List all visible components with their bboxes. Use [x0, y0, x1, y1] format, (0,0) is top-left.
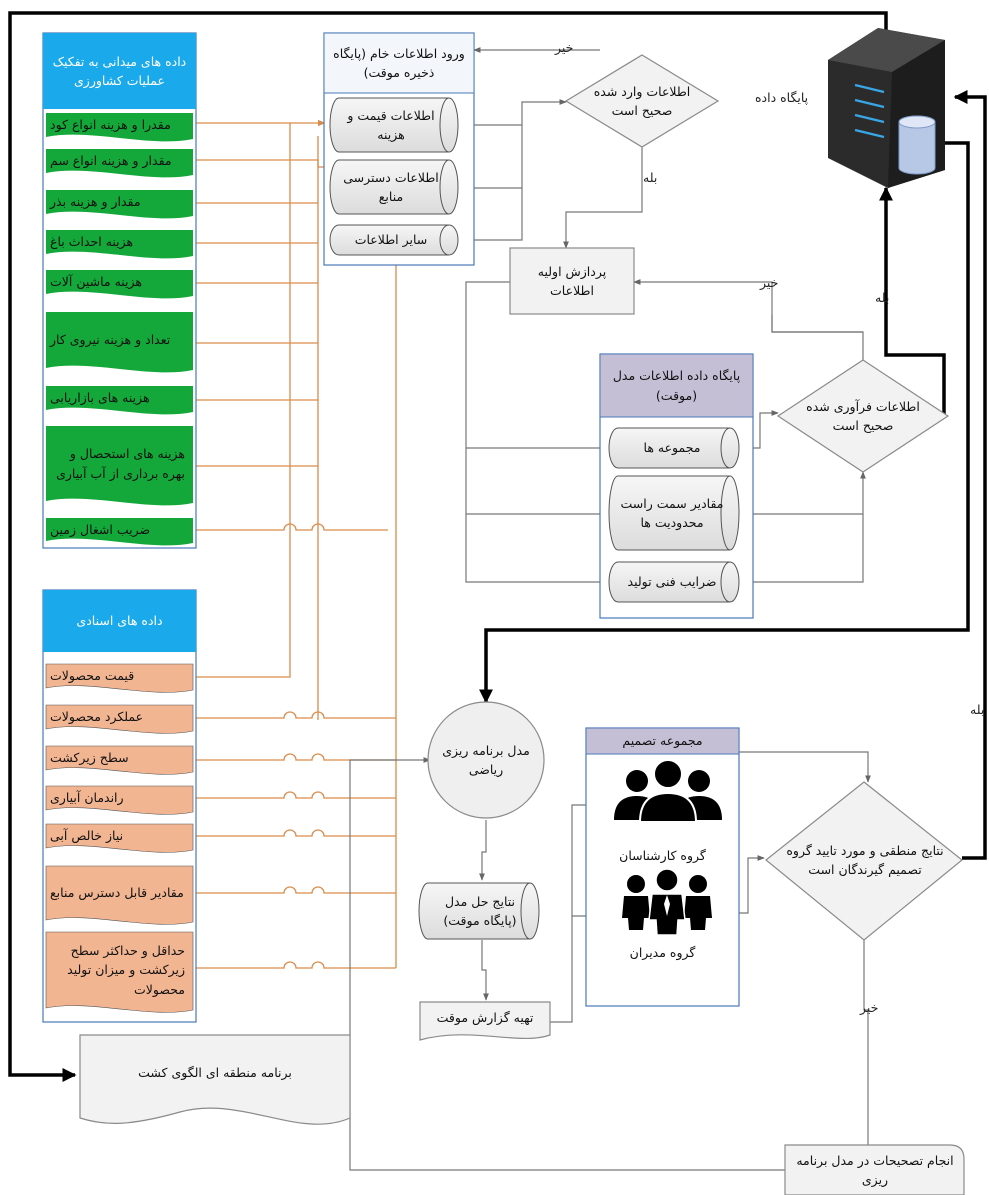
- doc-item-bg: [45, 704, 194, 734]
- decision-raw-diamond: [564, 54, 720, 148]
- doc-item-bg: [45, 931, 194, 1013]
- doc-item-irrigation: راندمان آبیاری: [50, 790, 124, 806]
- preprocess-box: [509, 247, 635, 315]
- model-results-label: نتایج حل مدل (پایگاه موقت): [443, 893, 517, 928]
- decision-raw-label: اطلاعات وارد شده صحیح است: [593, 83, 691, 118]
- database-label: پایگاه داده: [755, 90, 809, 105]
- decision-processed-label: اطلاعات فرآوری شده صحیح است: [806, 398, 920, 433]
- doc-item-bg: [45, 823, 194, 853]
- model-item-sets: مجموعه ها: [643, 440, 701, 456]
- raw-input-panel: [323, 32, 475, 266]
- math-model-label: مدل برنامه ریزی ریاضی: [442, 742, 530, 777]
- model-db-title: پایگاه داده اطلاعات مدل (موقت): [612, 368, 741, 403]
- main-loop-lines: [8, 11, 987, 1082]
- field-item-bg: [46, 113, 193, 142]
- decision-final-label: نتایج منطقی و مورد تایید گروه تصمیم گیرن…: [786, 842, 944, 877]
- doc-item-price: قیمت محصولات: [50, 668, 135, 684]
- raw-item-resources: اطلاعات دسترسی منابع: [343, 169, 439, 204]
- decision-group-title: مجموعه تصمیم: [622, 733, 703, 749]
- doc-item-water-need: نیاز خالص آبی: [50, 828, 124, 844]
- preprocess-label: پردازش اولیه اطلاعات: [537, 263, 607, 298]
- field-item-labor: تعداد و هزینه نیروی کار: [50, 332, 171, 348]
- corrections-label: انجام تصحیحات در مدل برنامه ریزی: [796, 1152, 954, 1187]
- field-item-bg: [46, 149, 193, 178]
- field-item-bg: [46, 270, 193, 299]
- model-db-panel: [599, 353, 754, 619]
- field-item-fertilizer: مقدرا و هزینه انواع کود: [50, 117, 171, 133]
- doc-item-bg: [45, 745, 194, 775]
- edge-label-yes: بله: [643, 170, 658, 185]
- decision-processed-diamond: [776, 359, 950, 473]
- model-item-rhs: مقادیر سمت راست محدودیت ها: [620, 495, 724, 530]
- field-data-title: داده های میدانی به تفکیک عملیات کشاورزی: [52, 53, 187, 88]
- edge-label-no: خیر: [760, 275, 779, 290]
- raw-input-title: ورود اطلاعات خام (پایگاه ذخیره موقت): [333, 45, 465, 80]
- regional-plan-document: [79, 1034, 351, 1125]
- regional-plan-label: برنامه منطقه ای الگوی کشت: [138, 1065, 292, 1081]
- field-item-orchard: هزینه احداث باغ: [50, 234, 134, 250]
- database-server-icon: [828, 28, 945, 188]
- field-item-pesticide: مقدار و هزینه انواع سم: [50, 153, 172, 169]
- field-data-panel: [42, 32, 197, 549]
- edge-label-no: خیر: [860, 1000, 879, 1015]
- documentary-data-panel: [42, 589, 197, 1023]
- field-item-land: ضریب اشغال زمین: [50, 522, 151, 538]
- model-item-coefficients: ضرایب فنی تولید: [627, 574, 717, 590]
- experts-group-icon: [614, 759, 722, 823]
- field-item-bg: [46, 190, 193, 219]
- managers-label: گروه مدیران: [629, 945, 696, 961]
- edge-label-yes: بله: [970, 702, 985, 717]
- raw-item-price: اطلاعات قیمت و هزینه: [347, 107, 435, 142]
- doc-item-bg: [45, 785, 194, 815]
- decision-final-diamond: [765, 781, 963, 941]
- field-item-bg: [46, 426, 193, 506]
- orange-data-lines: [192, 119, 400, 969]
- raw-item-other: سایر اطلاعات: [354, 232, 428, 248]
- temp-report-label: تهیه گزارش موقت: [436, 1010, 534, 1026]
- decision-group-panel: [585, 727, 740, 1007]
- doc-item-area: سطح زیرکشت: [50, 750, 129, 766]
- corrections-box: [784, 1144, 965, 1195]
- field-item-bg: [46, 312, 193, 373]
- doc-item-yield: عملکرد محصولات: [50, 709, 144, 725]
- field-item-seed: مقدار و هزینه بذر: [50, 194, 141, 210]
- doc-item-bg: [45, 663, 194, 693]
- documentary-data-title: داده های اسنادی: [76, 613, 163, 629]
- managers-group-icon: [622, 868, 712, 936]
- field-item-marketing: هزینه های بازاریابی: [50, 390, 150, 406]
- field-item-water: هزینه های استحصال و بهره برداری از آب آب…: [56, 446, 185, 481]
- doc-item-minmax: حداقل و حداکثر سطح زیرکشت و میزان تولید …: [67, 942, 185, 997]
- experts-label: گروه کارشناسان: [619, 848, 706, 864]
- temp-report-document: [419, 1001, 551, 1041]
- doc-item-resources: مقادیر قابل دسترس منابع: [50, 885, 184, 901]
- field-item-bg: [46, 518, 193, 546]
- math-model-circle: [427, 701, 545, 819]
- doc-item-bg: [45, 865, 194, 925]
- edge-label-yes: بله: [875, 290, 890, 305]
- field-item-machinery: هزینه ماشین آلات: [50, 274, 143, 290]
- edge-label-no: خیر: [555, 40, 574, 55]
- field-item-bg: [46, 386, 193, 415]
- field-item-bg: [46, 230, 193, 259]
